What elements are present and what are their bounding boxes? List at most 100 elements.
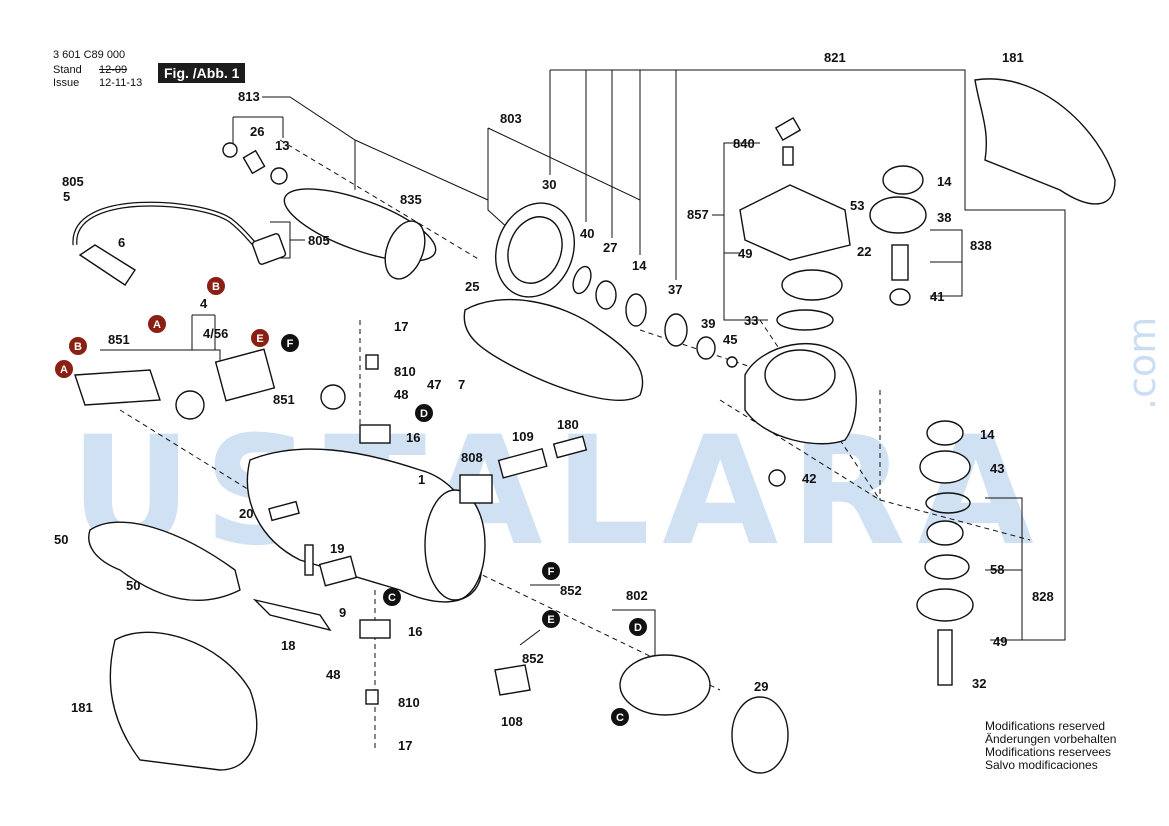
part-17b: 17 <box>398 738 412 753</box>
part-16a: 16 <box>406 430 420 445</box>
part-16b: 16 <box>408 624 422 639</box>
part-50a: 50 <box>54 532 68 547</box>
part-22: 22 <box>857 244 871 259</box>
part-33: 33 <box>744 313 758 328</box>
part-808: 808 <box>461 450 483 465</box>
connection-markers: A B A B E F D C F E D C <box>55 277 647 726</box>
marker-e1: E <box>251 329 269 347</box>
part-27: 27 <box>603 240 617 255</box>
part-1: 1 <box>418 472 425 487</box>
marker-f2: F <box>542 562 560 580</box>
part-number-labels: 813 26 13 835 803 821 181 805 5 6 805 30… <box>54 50 1054 753</box>
part-810a: 810 <box>394 364 416 379</box>
part-18: 18 <box>281 638 295 653</box>
part-840: 840 <box>733 136 755 151</box>
part-38: 38 <box>937 210 951 225</box>
part-802: 802 <box>626 588 648 603</box>
marker-b2: B <box>69 337 87 355</box>
part-813: 813 <box>238 89 260 104</box>
part-14b: 14 <box>937 174 952 189</box>
stand-label: Stand <box>53 64 82 76</box>
svg-text:D: D <box>420 408 428 420</box>
svg-text:D: D <box>634 622 642 634</box>
part-108: 108 <box>501 714 523 729</box>
marker-d1: D <box>415 404 433 422</box>
part-852a: 852 <box>560 583 582 598</box>
part-20: 20 <box>239 506 253 521</box>
modifications-de: Änderungen vorbehalten <box>985 732 1117 746</box>
part-37: 37 <box>668 282 682 297</box>
modifications-note: Modifications reserved Änderungen vorbeh… <box>985 720 1116 772</box>
part-43: 43 <box>990 461 1004 476</box>
part-29: 29 <box>754 679 768 694</box>
part-821: 821 <box>824 50 846 65</box>
part-6: 6 <box>118 235 125 250</box>
part-852b: 852 <box>522 651 544 666</box>
part-4: 4 <box>200 296 208 311</box>
part-17a: 17 <box>394 319 408 334</box>
marker-e2: E <box>542 610 560 628</box>
part-4-56: 4/56 <box>203 326 228 341</box>
part-25: 25 <box>465 279 479 294</box>
part-14c: 14 <box>980 427 995 442</box>
marker-c1: C <box>383 588 401 606</box>
issue-label: Issue <box>53 77 80 89</box>
figure-label: Fig. /Abb. 1 <box>158 63 246 83</box>
marker-f1: F <box>281 334 299 352</box>
modifications-es: Salvo modificaciones <box>985 758 1098 772</box>
svg-text:F: F <box>548 566 555 578</box>
svg-text:C: C <box>616 712 624 724</box>
part-180: 180 <box>557 417 579 432</box>
part-outlines <box>72 78 1116 774</box>
part-39: 39 <box>701 316 715 331</box>
part-32: 32 <box>972 676 986 691</box>
part-45: 45 <box>723 332 737 347</box>
part-48a: 48 <box>394 387 408 402</box>
part-838: 838 <box>970 238 992 253</box>
svg-text:E: E <box>547 614 554 626</box>
marker-b1: B <box>207 277 225 295</box>
part-49b: 49 <box>993 634 1007 649</box>
modifications-en: Modifications reserved <box>985 719 1106 733</box>
part-19: 19 <box>330 541 344 556</box>
part-50b: 50 <box>126 578 140 593</box>
part-30: 30 <box>542 177 556 192</box>
marker-d2: D <box>629 618 647 636</box>
part-14a: 14 <box>632 258 647 273</box>
stand-date: 12-09 <box>99 64 128 76</box>
svg-text:E: E <box>256 333 263 345</box>
part-803: 803 <box>500 111 522 126</box>
watermark: USTALARA <box>70 405 1046 579</box>
part-857: 857 <box>687 207 709 222</box>
part-40: 40 <box>580 226 594 241</box>
part-851b: 851 <box>273 392 295 407</box>
part-181a: 181 <box>1002 50 1024 65</box>
part-5: 5 <box>63 189 70 204</box>
part-49a: 49 <box>738 246 752 261</box>
part-58: 58 <box>990 562 1004 577</box>
part-53: 53 <box>850 198 864 213</box>
marker-a1: A <box>148 315 166 333</box>
part-810b: 810 <box>398 695 420 710</box>
part-48b: 48 <box>326 667 340 682</box>
part-47: 47 <box>427 377 441 392</box>
part-42: 42 <box>802 471 816 486</box>
marker-c2: C <box>611 708 629 726</box>
part-109: 109 <box>512 429 534 444</box>
issue-date: 12-11-13 <box>99 77 143 89</box>
part-26: 26 <box>250 124 264 139</box>
part-181b: 181 <box>71 700 93 715</box>
part-835: 835 <box>400 192 422 207</box>
svg-text:A: A <box>60 364 68 376</box>
part-851a: 851 <box>108 332 130 347</box>
svg-text:C: C <box>388 592 396 604</box>
modifications-fr: Modifications reservees <box>985 745 1112 759</box>
part-805b: 805 <box>308 233 330 248</box>
marker-a2: A <box>55 360 73 378</box>
part-9: 9 <box>339 605 346 620</box>
part-7: 7 <box>458 377 465 392</box>
part-13a: 13 <box>275 138 289 153</box>
part-828: 828 <box>1032 589 1054 604</box>
